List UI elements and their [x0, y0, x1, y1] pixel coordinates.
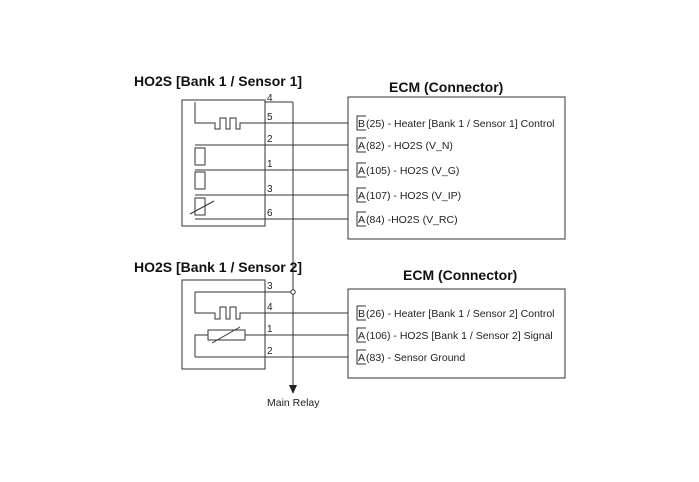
ecm1-terminal-label: (25) - Heater [Bank 1 / Sensor 1] Contro… [366, 118, 555, 130]
connector-bracket-icon [356, 162, 366, 178]
ecm1-terminal: B (25) - Heater [Bank 1 / Sensor 1] Cont… [356, 115, 555, 131]
ecm2-terminal: B (26) - Heater [Bank 1 / Sensor 2] Cont… [356, 305, 555, 321]
ecm2-terminal-label: (106) - HO2S [Bank 1 / Sensor 2] Signal [366, 330, 553, 342]
sensor1-body [181, 99, 266, 227]
sensor2-pin-label: 4 [267, 302, 273, 313]
sensor1-variable-arrow-icon [189, 200, 215, 215]
sensor1-cell-icon [194, 147, 206, 166]
sensor2-pin-label: 2 [267, 346, 273, 357]
sensor2-heater-icon [194, 292, 348, 320]
ecm1-terminal: A (105) - HO2S (V_G) [356, 162, 459, 178]
arrow-down-icon [289, 385, 297, 394]
sensor2-title: HO2S [Bank 1 / Sensor 2] [134, 259, 302, 275]
sensor2-body [181, 279, 266, 370]
ecm1-title: ECM (Connector) [389, 79, 503, 95]
connector-bracket-icon [356, 327, 366, 343]
sensor1-title: HO2S [Bank 1 / Sensor 1] [134, 73, 302, 89]
ecm1-connector-letter: A [358, 140, 365, 152]
ecm2-terminal: A (83) - Sensor Ground [356, 349, 465, 365]
ecm1-body [347, 96, 566, 240]
sensor2-pin-label: 1 [267, 324, 273, 335]
connector-bracket-icon [356, 211, 366, 227]
ecm1-terminal-label: (107) - HO2S (V_IP) [366, 190, 461, 202]
ecm2-terminal-label: (26) - Heater [Bank 1 / Sensor 2] Contro… [366, 308, 555, 320]
ecm1-terminal-label: (82) - HO2S (V_N) [366, 140, 453, 152]
connector-bracket-icon [356, 187, 366, 203]
sensor1-pin-label: 6 [267, 208, 273, 219]
ecm1-terminal: A (107) - HO2S (V_IP) [356, 187, 461, 203]
ecm1-terminal: A (82) - HO2S (V_N) [356, 137, 453, 153]
sensor1-cell-icon [194, 171, 206, 190]
ecm2-connector-letter: A [358, 330, 365, 342]
sensor1-pin-label: 4 [267, 93, 273, 104]
sensor1-resistor-icon [194, 197, 206, 216]
ecm2-connector-letter: A [358, 352, 365, 364]
ecm1-connector-letter: A [358, 214, 365, 226]
ecm1-connector-letter: A [358, 190, 365, 202]
ecm2-terminal-label: (83) - Sensor Ground [366, 352, 465, 364]
connector-bracket-icon [356, 349, 366, 365]
ecm1-terminal-label: (84) -HO2S (V_RC) [366, 214, 458, 226]
sensor2-pin-label: 3 [267, 281, 273, 292]
ecm1-connector-letter: A [358, 165, 365, 177]
ecm1-terminal-label: (105) - HO2S (V_G) [366, 165, 459, 177]
connector-bracket-icon [356, 115, 366, 131]
junction-node-icon [290, 289, 296, 295]
ecm1-terminal: A (84) -HO2S (V_RC) [356, 211, 458, 227]
ecm2-body [347, 288, 566, 379]
connector-bracket-icon [356, 137, 366, 153]
sensor1-heater-icon [194, 102, 348, 130]
ecm2-terminal: A (106) - HO2S [Bank 1 / Sensor 2] Signa… [356, 327, 553, 343]
sensor1-pin-label: 2 [267, 134, 273, 145]
sensor2-ground-loop-wire [194, 334, 208, 357]
sensor1-pin-label: 1 [267, 159, 273, 170]
ecm2-title: ECM (Connector) [403, 267, 517, 283]
sensor1-pin-label: 3 [267, 184, 273, 195]
ecm2-connector-letter: B [358, 308, 365, 320]
sensor1-pin-label: 5 [267, 112, 273, 123]
ecm1-connector-letter: B [358, 118, 365, 130]
connector-bracket-icon [356, 305, 366, 321]
sensor2-variable-arrow-icon [211, 326, 241, 344]
main-relay-label: Main Relay [267, 397, 320, 409]
